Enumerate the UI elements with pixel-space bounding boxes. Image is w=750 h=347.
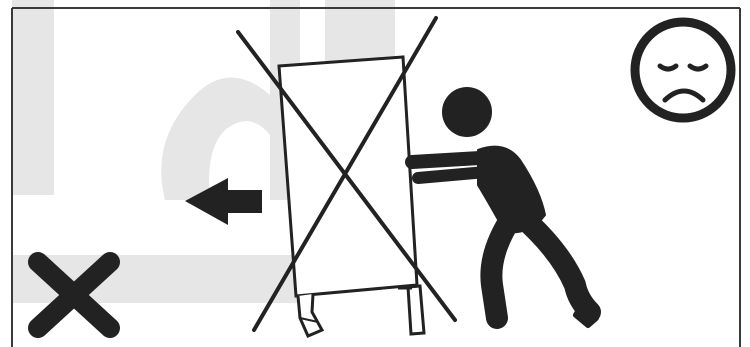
person-pushing-icon [412, 87, 596, 325]
upright-cabinet-icon [279, 57, 424, 336]
sad-face-icon [635, 22, 731, 118]
